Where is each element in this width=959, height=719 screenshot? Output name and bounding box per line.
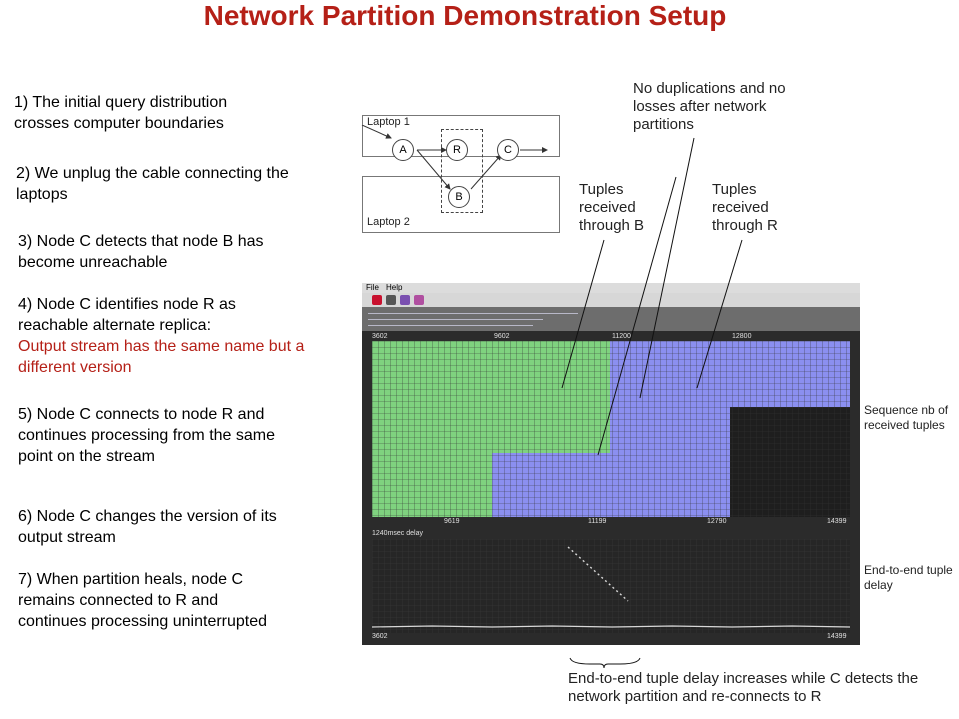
step-2: 2) We unplug the cable connecting the la… bbox=[16, 165, 289, 203]
replica-group-box bbox=[441, 129, 483, 213]
delay-baseline bbox=[372, 625, 850, 628]
step-1: 1) The initial query distribution crosse… bbox=[14, 94, 228, 132]
annotation-bottom: End-to-end tuple delay increases while C… bbox=[568, 670, 919, 705]
bottom-tick-3: 11199 bbox=[588, 518, 607, 525]
menu-bar: File Help bbox=[362, 283, 860, 293]
step-7: 7) When partition heals, node C remains … bbox=[18, 571, 268, 630]
node-a: A bbox=[392, 139, 414, 161]
page-title: Network Partition Demonstration Setup bbox=[203, 0, 727, 31]
edge-in-a bbox=[361, 125, 392, 139]
bottom-tick-2: 9619 bbox=[444, 518, 460, 525]
laptop-1-label: Laptop 1 bbox=[367, 116, 410, 128]
step-4: 4) Node C identifies node R as reachable… bbox=[18, 294, 308, 378]
annotation-sequence: Sequence nb of received tuples bbox=[864, 403, 949, 432]
top-tick-4: 12800 bbox=[732, 333, 752, 340]
laptop-2-label: Laptop 2 bbox=[367, 216, 410, 228]
node-c: C bbox=[497, 139, 519, 161]
menu-help[interactable]: Help bbox=[386, 283, 403, 292]
annotation-tuples-r: Tuples received through R bbox=[712, 181, 778, 234]
top-tick-1: 3602 bbox=[372, 333, 388, 340]
app-screenshot: File Help 3602 9602 11200 12800 9619 111… bbox=[362, 283, 860, 645]
edge-a-b bbox=[416, 149, 451, 190]
delay-spike bbox=[567, 546, 629, 602]
edge-b-c bbox=[470, 154, 502, 190]
sequence-grid-chart bbox=[372, 341, 850, 517]
diagram-edges bbox=[361, 125, 548, 190]
step-3: 3) Node C detects that node B has become… bbox=[18, 233, 264, 271]
pause-button[interactable] bbox=[386, 295, 396, 305]
menu-file[interactable]: File bbox=[366, 283, 379, 292]
stop-button[interactable] bbox=[372, 295, 382, 305]
delay-chart bbox=[372, 539, 850, 633]
stream-info bbox=[362, 307, 860, 331]
delay-tick-2: 14399 bbox=[827, 633, 847, 640]
annotation-delay: End-to-end tuple delay bbox=[864, 563, 953, 592]
node-b: B bbox=[448, 186, 470, 208]
top-tick-3: 11200 bbox=[612, 333, 631, 340]
bottom-tick-4: 12790 bbox=[707, 518, 727, 525]
settings-button[interactable] bbox=[414, 295, 424, 305]
annotation-tuples-b: Tuples received through B bbox=[579, 181, 645, 234]
step-5: 5) Node C connects to node R and continu… bbox=[18, 406, 276, 465]
delay-tick-1: 3602 bbox=[372, 633, 388, 640]
step-4-text: 4) Node C identifies node R as reachable… bbox=[18, 296, 236, 334]
top-tick-2: 9602 bbox=[494, 333, 510, 340]
annotation-no-duplications: No duplications and no losses after netw… bbox=[633, 80, 786, 133]
record-button[interactable] bbox=[400, 295, 410, 305]
delay-label: 1240msec delay bbox=[372, 530, 423, 537]
toolbar bbox=[362, 293, 860, 307]
node-r: R bbox=[446, 139, 468, 161]
bottom-tick-5: 14399 bbox=[827, 518, 847, 525]
step-4-highlight: Output stream has the same name but a di… bbox=[18, 338, 305, 376]
step-6: 6) Node C changes the version of its out… bbox=[18, 508, 277, 546]
brace bbox=[569, 657, 641, 669]
